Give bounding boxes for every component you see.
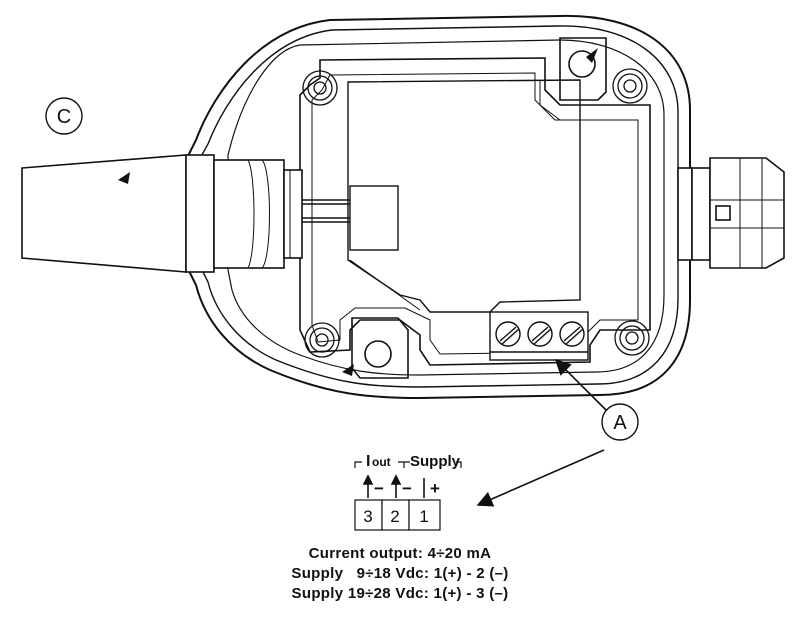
terminal-boxes bbox=[354, 499, 441, 531]
polarity-terminal-2: − bbox=[402, 479, 412, 498]
boss-lower-left bbox=[351, 317, 409, 379]
callout-a: A bbox=[601, 403, 639, 441]
arrow-lower-left bbox=[342, 364, 354, 376]
iout-label-main: I bbox=[366, 453, 370, 470]
terminal-screw-1 bbox=[559, 321, 585, 347]
arrow-probe bbox=[118, 172, 130, 184]
screw-top-right bbox=[612, 68, 648, 104]
housing-inner-outline bbox=[197, 25, 679, 388]
housing-outer-outline bbox=[185, 14, 691, 400]
sensor-probe bbox=[21, 154, 303, 273]
wiring-schematic: I out Supply − − + 3 2 1 bbox=[354, 453, 462, 531]
supply-low-note: Supply 9÷18 Vdc: 1(+) - 2 (–) bbox=[291, 565, 509, 582]
terminal-number-2: 2 bbox=[390, 507, 399, 526]
polarity-terminal-1: + bbox=[430, 479, 440, 498]
screw-bottom-left bbox=[304, 322, 340, 358]
leader-line-a-terminal bbox=[554, 358, 607, 411]
callout-c: C bbox=[45, 97, 83, 135]
boss-upper-right bbox=[559, 37, 607, 101]
terminal-block bbox=[489, 311, 589, 361]
terminal-screw-2 bbox=[527, 321, 553, 347]
cable-gland bbox=[677, 157, 785, 269]
board-component bbox=[302, 185, 399, 251]
current-output-note: Current output: 4÷20 mA bbox=[308, 545, 492, 562]
wiring-notes: Current output: 4÷20 mA Supply 9÷18 Vdc:… bbox=[200, 544, 600, 604]
mounting-hole-lower-left bbox=[364, 340, 392, 368]
terminal-screw-3 bbox=[495, 321, 521, 347]
arrow-upper-right bbox=[586, 48, 598, 63]
polarity-terminal-3: − bbox=[374, 479, 384, 498]
polarity-arrows bbox=[362, 474, 425, 498]
circuit-board bbox=[347, 79, 581, 313]
supply-high-note: Supply 19÷28 Vdc: 1(+) - 3 (–) bbox=[291, 585, 509, 602]
screw-bottom-right bbox=[614, 320, 650, 356]
screw-top-left bbox=[302, 70, 338, 106]
callout-a-label: A bbox=[613, 412, 627, 434]
supply-bracket bbox=[404, 461, 462, 468]
terminal-number-3: 3 bbox=[363, 507, 372, 526]
sensor-housing bbox=[185, 14, 691, 400]
iout-label-sub: out bbox=[372, 455, 391, 469]
callout-c-label: C bbox=[57, 106, 71, 128]
housing-rim bbox=[227, 39, 665, 376]
terminal-number-1: 1 bbox=[419, 507, 428, 526]
supply-label: Supply bbox=[410, 453, 461, 470]
leader-line-a-wiring bbox=[476, 449, 605, 507]
